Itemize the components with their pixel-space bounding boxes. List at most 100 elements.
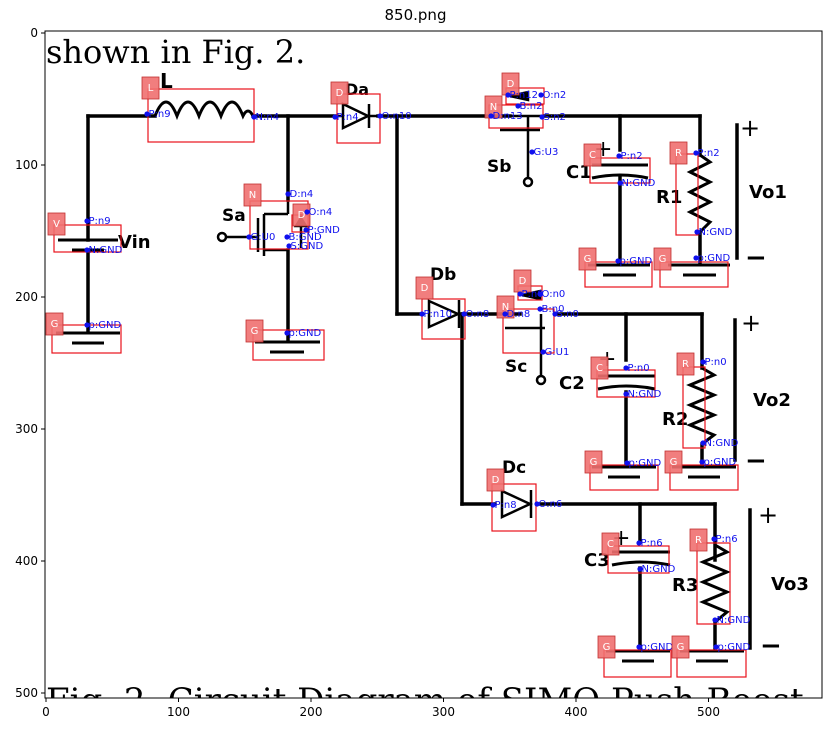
pin-dot [144, 111, 150, 117]
svg-text:500: 500 [697, 705, 720, 719]
pin-dot [616, 153, 622, 159]
ground-r2 [672, 465, 736, 479]
pin-dot [713, 644, 719, 650]
component-tag-badge [583, 143, 602, 167]
label-Sc: Sc [505, 357, 527, 377]
plus-vo1: + [740, 114, 760, 142]
pin-dot [284, 234, 290, 240]
pin-dot [623, 391, 629, 397]
bounding-box [502, 308, 555, 354]
figure-title: 850.png [384, 6, 447, 24]
svg-text:200: 200 [300, 705, 323, 719]
pin-label: p:GND [289, 328, 322, 339]
pin-label: p:GND [629, 458, 662, 469]
pin-label: P:n12 [510, 90, 538, 101]
component-tag: G [590, 457, 598, 468]
pin-label: p:GND [704, 457, 737, 468]
component-annotation: DP:n0O:n0 [513, 269, 566, 301]
pin-label: D:n8 [507, 309, 531, 320]
pin-dot [623, 365, 629, 371]
minus-vo1: − [745, 243, 767, 273]
pin-dot [700, 440, 706, 446]
svg-text:500: 500 [15, 686, 38, 700]
capacitor-C3 [611, 550, 671, 567]
diode-Dc [500, 489, 533, 519]
label-Sa: Sa [222, 206, 246, 226]
pin-label: P:n4 [337, 112, 359, 123]
svg-text:400: 400 [15, 554, 38, 568]
x-tick-200: 200 [300, 698, 323, 719]
pin-label: P:n0 [522, 289, 544, 300]
component-tag-badge [664, 450, 683, 474]
component-tag: G [584, 254, 592, 265]
svg-text:100: 100 [167, 705, 190, 719]
component-tag-badge [578, 247, 597, 271]
pin-label: P:n0 [628, 363, 650, 374]
pin-label: O:n4 [309, 207, 333, 218]
label-Db: Db [430, 265, 456, 285]
pin-dot [303, 227, 309, 233]
label-Dc: Dc [502, 458, 526, 478]
pin-label: O:n6 [539, 499, 563, 510]
pin-dot [534, 501, 540, 507]
component-tag-badge [45, 312, 64, 336]
x-tick-500: 500 [697, 698, 720, 719]
label-R3: R3 [672, 575, 698, 596]
component-tag: G [677, 642, 685, 653]
component-tag-badge [47, 212, 66, 236]
ground-c1 [588, 263, 650, 277]
component-tag-badge [245, 319, 264, 343]
pin-label: p:GND [698, 253, 731, 264]
pin-label: N:GND [89, 245, 123, 256]
svg-text:0: 0 [30, 26, 38, 40]
pin-label: O:n0 [542, 289, 566, 300]
pin-dot [700, 359, 706, 365]
component-tag: R [695, 535, 702, 546]
pin-label: N:GND [705, 438, 739, 449]
plus-vo2: + [741, 309, 761, 337]
svg-text:100: 100 [15, 158, 38, 172]
pin-label: N:GND [699, 227, 733, 238]
pin-label: P:n2 [621, 151, 643, 162]
pin-dot [694, 229, 700, 235]
component-tag: C [607, 539, 614, 550]
pin-dot [332, 114, 338, 120]
pin-dot [505, 92, 511, 98]
x-tick-100: 100 [167, 698, 190, 719]
label-C1: C1 [566, 162, 592, 183]
component-tag-badge [496, 295, 515, 319]
bounding-box [696, 542, 731, 625]
minus-vo2: − [745, 446, 767, 476]
component-tag: D [421, 283, 429, 294]
component-tag: N [490, 102, 497, 113]
pin-label: p:GND [620, 256, 653, 267]
pin-dot [693, 150, 699, 156]
svg-text:300: 300 [15, 422, 38, 436]
pin-dot [693, 255, 699, 261]
component-tag: G [603, 642, 611, 653]
pin-label: G:U3 [534, 147, 559, 158]
pin-dot [552, 311, 558, 317]
pin-label: P:n0 [705, 357, 727, 368]
label-Vo1: Vo1 [749, 182, 787, 203]
pin-dot [84, 218, 90, 224]
pin-dot [490, 502, 496, 508]
pin-dot [84, 322, 90, 328]
bounding-box [491, 483, 537, 532]
ground-r1 [668, 263, 730, 277]
pin-label: N:GND [642, 564, 676, 575]
pin-label: D:n13 [493, 111, 523, 122]
label-L: L [160, 69, 173, 93]
pin-label: G:U0 [251, 232, 276, 243]
component-tag-badge [486, 468, 505, 492]
